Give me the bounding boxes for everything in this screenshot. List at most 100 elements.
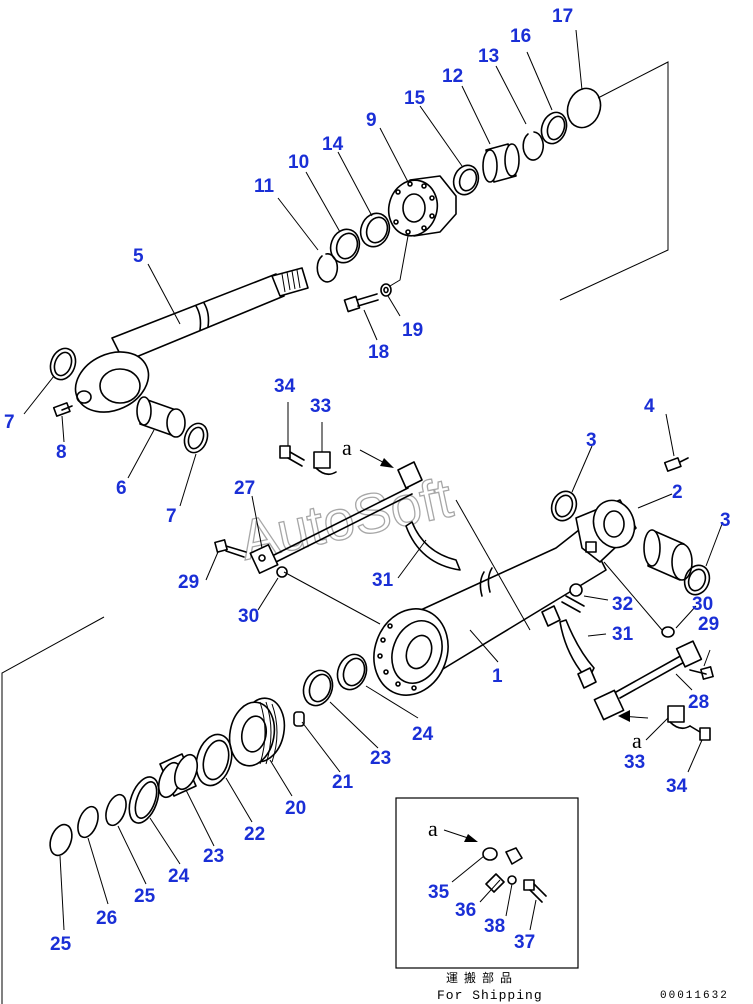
clamp-31b [541,605,597,689]
piston-20 [228,697,286,767]
part-num-4: 4 [644,396,655,417]
part-num-34b: 34 [666,776,688,797]
dust-seal-3b [683,564,711,596]
part-num-17: 17 [552,6,573,27]
clip-36 [505,847,523,865]
arrow-letter-a-upper: a [342,435,352,460]
arrow-a-lower: a [618,710,649,753]
part-num-36: 36 [455,900,476,921]
bolt-34b [689,725,711,741]
pipe-27 [249,487,413,574]
tube-clevis [575,499,637,563]
shipping-detail-box: a 運搬部品 For Shipping [395,797,579,1003]
detail-arrow-letter: a [428,816,438,841]
ring-25b [49,823,73,857]
plug-35 [482,847,498,861]
clamp-33a [313,451,337,476]
part-num-24b: 24 [168,866,190,887]
part-num-29b: 29 [698,614,719,635]
part-num-16: 16 [510,26,531,47]
bushing-2 [643,529,693,581]
washer-38 [507,875,517,885]
ring-26 [77,805,99,839]
washer-19 [380,283,392,297]
bushing-12 [482,143,520,183]
cylinder-head-9 [387,175,457,237]
cylinder-tube-1 [373,525,607,696]
ring-24a [336,653,368,691]
ring-25a [105,793,127,827]
part-num-3a: 3 [586,430,597,451]
part-num-37: 37 [514,932,535,953]
detail-caption-jp: 運搬部品 [446,970,518,985]
part-num-1: 1 [492,666,503,687]
part-num-22: 22 [244,824,265,845]
part-num-35: 35 [428,882,450,903]
arrow-a-upper: a [342,435,394,468]
part-num-31b: 31 [612,624,634,645]
dust-seal-3a [550,490,578,522]
ring-22 [195,733,233,787]
pipe-28 [593,640,703,721]
ring-23b [157,753,199,799]
grease-fitting-8 [52,402,73,417]
bolt-37 [523,879,547,903]
ring-14 [359,212,391,248]
part-num-20: 20 [285,798,306,819]
piston-seal-group [49,653,368,857]
part-num-26: 26 [96,908,117,929]
part-num-19: 19 [402,320,423,341]
leader-lines [23,29,723,931]
part-num-18: 18 [368,342,389,363]
part-num-6: 6 [116,478,127,499]
ring-10 [329,228,361,264]
arrow-letter-a-lower: a [632,728,642,753]
part-num-23a: 23 [370,748,391,769]
part-num-8: 8 [56,442,67,463]
part-num-28: 28 [688,692,709,713]
part-num-15: 15 [404,88,426,109]
part-num-9: 9 [366,110,377,131]
part-num-2: 2 [672,482,683,503]
bolt-29b [689,666,714,680]
part-num-34a: 34 [274,376,296,397]
clamp-33b [667,705,691,730]
part-num-13: 13 [478,46,499,67]
part-num-29a: 29 [178,572,199,593]
dust-seal-ring-7b [183,422,209,454]
part-num-12: 12 [442,66,463,87]
part-num-10: 10 [288,152,309,173]
clamp-31a [397,461,461,571]
part-num-5: 5 [133,246,144,267]
part-num-33a: 33 [310,396,331,417]
bushing-6 [136,396,186,438]
part-num-14: 14 [322,134,344,155]
part-num-31a: 31 [372,570,394,591]
nut-21 [293,711,305,727]
rod-assembly [49,87,602,454]
ring-16 [540,111,568,145]
dust-seal-ring-7a [49,347,77,381]
frame-lines [1,61,669,1004]
part-num-33b: 33 [624,752,645,773]
part-num-24a: 24 [412,724,434,745]
ring-15 [452,164,480,196]
bolt-18 [343,293,379,313]
part-num-7a: 7 [4,412,15,433]
part-num-30b: 30 [692,594,713,615]
ring-24b [128,776,160,824]
bolt-32 [561,583,585,613]
part-num-7b: 7 [166,506,177,527]
snap-ring-13 [522,131,544,161]
ring-23a [302,669,334,707]
bolt-29a [214,539,247,558]
part-number-callouts: 17 16 13 12 15 9 14 10 11 5 19 18 7 8 6 … [4,6,731,955]
part-num-30a: 30 [238,606,259,627]
piston-rod [74,267,309,413]
part-num-3b: 3 [720,510,731,531]
bolt-34a [279,445,305,467]
part-num-25b: 25 [50,934,72,955]
part-num-27: 27 [234,478,255,499]
